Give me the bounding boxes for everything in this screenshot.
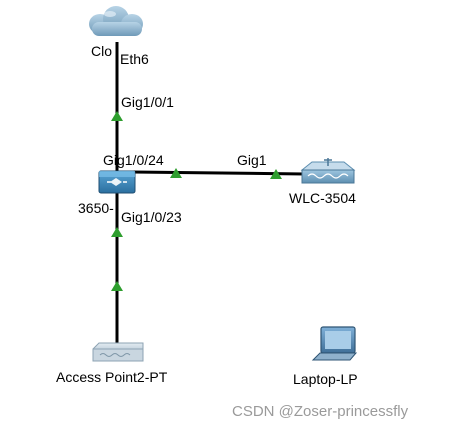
link-up-triangle-icon <box>111 227 123 237</box>
link-up-triangle-icon <box>170 168 182 178</box>
cloud-icon[interactable] <box>89 6 143 36</box>
wlc-device-label: WLC-3504 <box>289 190 356 206</box>
wlc-icon[interactable] <box>300 158 356 184</box>
link-up-triangle-icon <box>111 281 123 291</box>
switch-device-label: 3650- <box>78 200 114 216</box>
laptop-device-label: Laptop-LP <box>293 371 358 387</box>
laptop-icon[interactable] <box>311 326 358 361</box>
link-switch-wlc[interactable] <box>131 170 306 176</box>
watermark: CSDN @Zoser-princessfly <box>232 403 409 420</box>
access-point-icon[interactable] <box>92 342 144 362</box>
access-point-device-label: Access Point2-PT <box>56 369 168 385</box>
port-label-gig1-0-23: Gig1/0/23 <box>121 209 182 225</box>
link-up-triangle-icon <box>111 111 123 121</box>
port-label-gig1-0-24: Gig1/0/24 <box>103 152 164 168</box>
cloud-port-label-eth6: Eth6 <box>120 51 149 67</box>
port-label-gig1: Gig1 <box>237 152 267 168</box>
port-label-gig1-0-1: Gig1/0/1 <box>121 94 174 110</box>
link-up-triangle-icon <box>270 169 282 179</box>
cloud-device-label: Clo <box>91 43 113 59</box>
multilayer-switch-icon[interactable] <box>98 170 136 194</box>
